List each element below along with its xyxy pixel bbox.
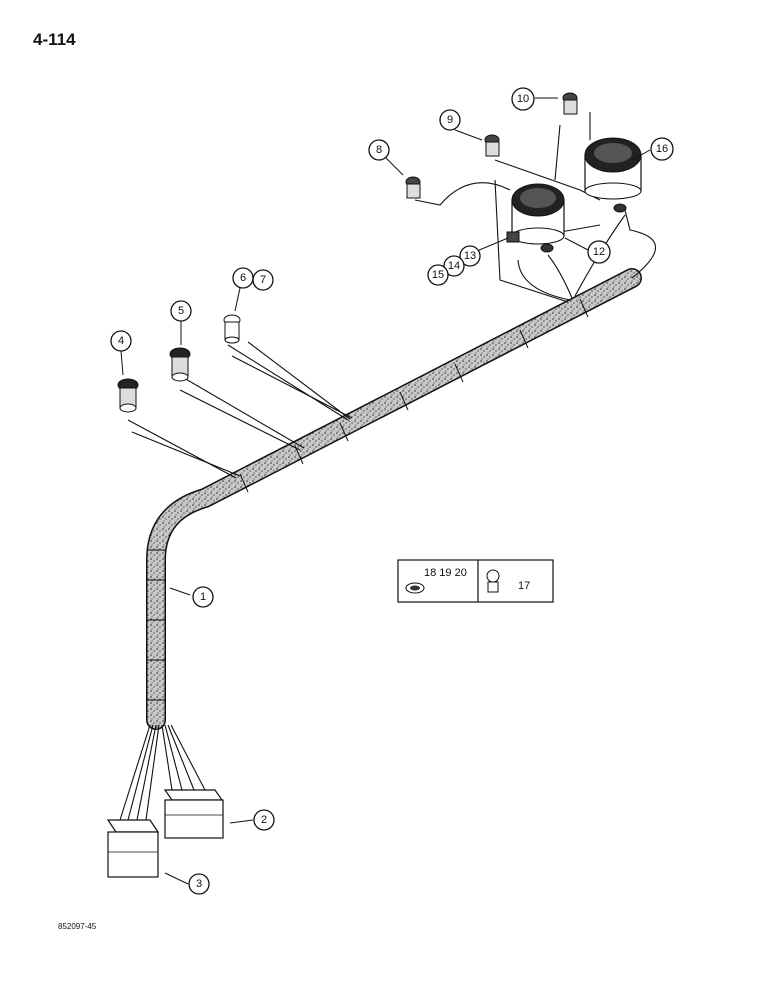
callout-16: 16: [650, 137, 674, 161]
callout-7: 7: [252, 269, 274, 291]
svg-text:12: 12: [593, 246, 605, 258]
svg-text:14: 14: [448, 260, 460, 272]
callout-12: 12: [587, 240, 611, 264]
indicator-lamp-5: [169, 347, 191, 382]
callout-13: 13: [459, 245, 481, 267]
svg-text:15: 15: [432, 269, 444, 281]
callouts: 1 2 3 4 5 6 7 8 9 10 12 13 14 15 16: [110, 87, 674, 895]
callout-10: 10: [511, 87, 535, 111]
callout-14: 14: [443, 255, 465, 277]
connector-wires: [119, 724, 206, 821]
washer-icon: [405, 582, 425, 594]
lamp-branch-wires: [127, 341, 353, 479]
page-number: 4-114: [33, 30, 76, 49]
svg-text:6: 6: [240, 272, 246, 284]
bulb-socket-9: [484, 134, 500, 157]
svg-text:13: 13: [464, 250, 476, 262]
bulb-socket-12: [540, 243, 554, 253]
callout-8: 8: [368, 139, 390, 161]
svg-text:5: 5: [178, 305, 184, 317]
figure-code: 852097-45: [58, 922, 97, 931]
svg-text:4: 4: [118, 335, 124, 347]
callout-4: 4: [110, 330, 132, 352]
gauge-13: [506, 183, 565, 245]
legend-left-label: 18 19 20: [424, 567, 467, 579]
svg-text:3: 3: [196, 878, 202, 890]
svg-text:16: 16: [656, 143, 668, 155]
bulb-socket-10: [562, 92, 578, 115]
gauge-16: [584, 137, 642, 200]
svg-text:7: 7: [260, 274, 266, 286]
callout-5: 5: [170, 300, 192, 322]
svg-text:9: 9: [447, 114, 453, 126]
bulb-socket-16b: [613, 203, 627, 213]
svg-text:1: 1: [200, 591, 206, 603]
gauge-wires: [414, 112, 657, 303]
svg-text:10: 10: [517, 93, 529, 105]
leader-lines: [120, 97, 651, 885]
svg-text:2: 2: [261, 814, 267, 826]
connector-2: [163, 789, 224, 839]
svg-text:8: 8: [376, 144, 382, 156]
connector-3: [106, 819, 160, 878]
callout-6: 6: [232, 267, 254, 289]
callout-15: 15: [427, 264, 449, 286]
bulb-icon: [486, 569, 500, 593]
indicator-lamp-4: [117, 378, 139, 413]
callout-1: 1: [192, 586, 214, 608]
main-harness: [146, 268, 642, 730]
legend-right-label: 17: [518, 580, 530, 592]
bulb-socket-8: [405, 176, 421, 199]
callout-9: 9: [439, 109, 461, 131]
callout-3: 3: [188, 873, 210, 895]
callout-2: 2: [253, 809, 275, 831]
indicator-lamp-6-7: [223, 314, 241, 344]
parts-legend: 18 19 20 17: [397, 559, 554, 603]
